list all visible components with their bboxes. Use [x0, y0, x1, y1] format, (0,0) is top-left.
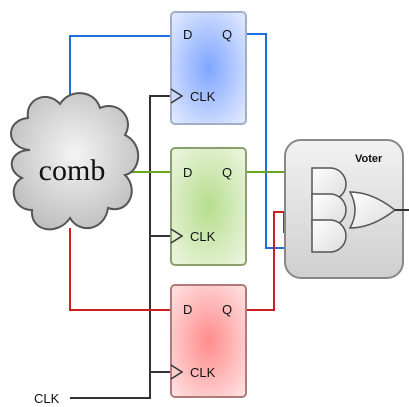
ff-middle-clock-triangle	[170, 228, 184, 244]
and-gate-3	[311, 219, 347, 253]
voter-label: Voter	[355, 153, 383, 165]
comb-cloud: comb	[10, 92, 140, 231]
ff-top-clock-triangle	[170, 88, 184, 104]
ff-bottom-clock-triangle	[170, 364, 184, 380]
ff-top-d-label: D	[183, 27, 192, 42]
ff-bottom-q-label: Q	[222, 302, 232, 317]
clock-wire	[70, 95, 171, 399]
voter-block: Voter	[284, 139, 409, 279]
flip-flop-bottom: D Q CLK	[170, 284, 247, 398]
ff-middle-clk-label: CLK	[190, 229, 216, 244]
ff-top-clk-label: CLK	[190, 89, 216, 104]
flip-flop-middle: D Q CLK	[170, 147, 247, 266]
comb-label: comb	[39, 154, 106, 187]
flip-flop-top: D Q CLK	[170, 11, 247, 125]
ff-top-q-label: Q	[222, 27, 232, 42]
ff-middle-d-label: D	[183, 165, 192, 180]
ff-middle-q-label: Q	[222, 165, 232, 180]
clock-input-label: CLK	[34, 391, 60, 406]
or-gate	[348, 191, 397, 229]
ff-bottom-d-label: D	[183, 302, 192, 317]
ff-bottom-clk-label: CLK	[190, 365, 216, 380]
